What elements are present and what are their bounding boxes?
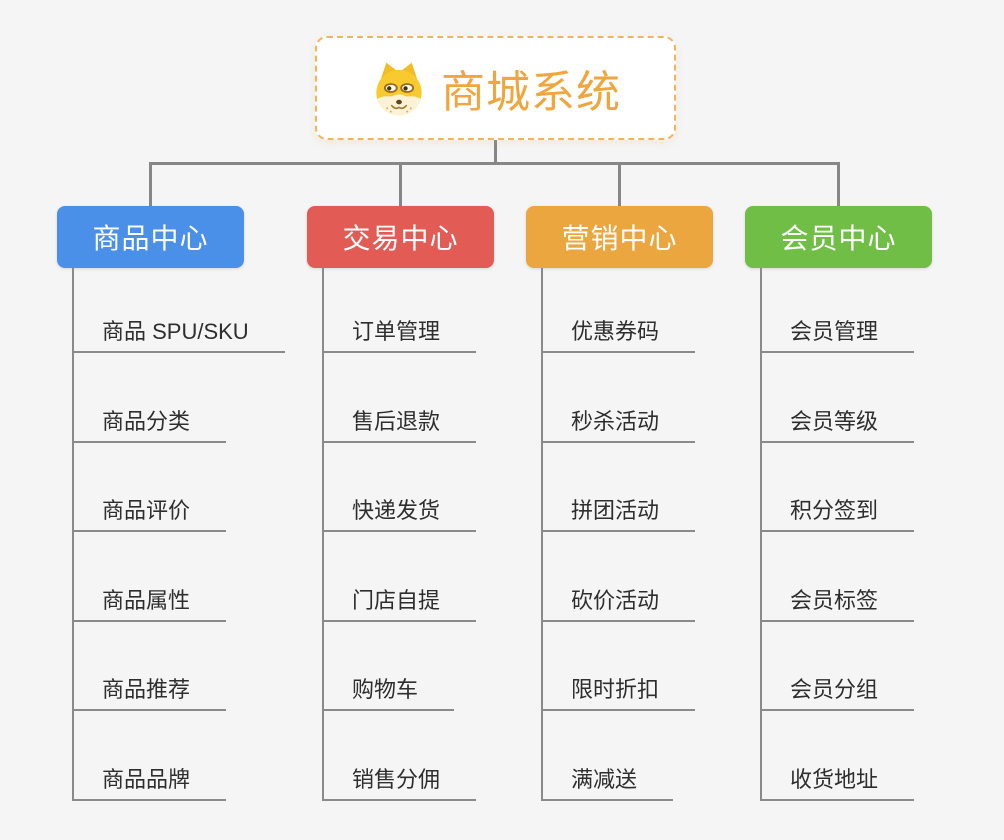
subtopic-node[interactable]: 会员分组 — [762, 665, 915, 711]
subtopic-node[interactable]: 售后退款 — [324, 397, 477, 443]
connector-horizontal — [149, 162, 840, 165]
subtopic-node[interactable]: 会员管理 — [762, 307, 915, 353]
subtopic-node[interactable]: 商品评价 — [74, 486, 227, 532]
connector-drop-member — [837, 162, 840, 208]
subtopic-node[interactable]: 优惠券码 — [543, 307, 696, 353]
connector-drop-marketing — [618, 162, 621, 208]
root-node[interactable]: 商城系统 — [315, 36, 676, 140]
subtopic-node[interactable]: 会员等级 — [762, 397, 915, 443]
connector-drop-trade — [399, 162, 402, 208]
branch-node-member-center[interactable]: 会员中心 — [745, 206, 932, 268]
branch-children-product-center: 商品 SPU/SKU 商品分类 商品评价 商品属性 商品推荐 商品品牌 — [72, 268, 285, 801]
subtopic-node[interactable]: 商品 SPU/SKU — [74, 307, 285, 353]
branch-children-trade-center: 订单管理 售后退款 快递发货 门店自提 购物车 销售分佣 — [322, 268, 477, 801]
branch-children-member-center: 会员管理 会员等级 积分签到 会员标签 会员分组 收货地址 — [760, 268, 915, 801]
connector-drop-product — [149, 162, 152, 208]
subtopic-node[interactable]: 快递发货 — [324, 486, 477, 532]
subtopic-node[interactable]: 商品属性 — [74, 576, 227, 622]
subtopic-node[interactable]: 商品分类 — [74, 397, 227, 443]
branch-node-trade-center[interactable]: 交易中心 — [307, 206, 494, 268]
root-title: 商城系统 — [441, 68, 621, 117]
subtopic-node[interactable]: 门店自提 — [324, 576, 477, 622]
branch-node-product-center[interactable]: 商品中心 — [57, 206, 244, 268]
subtopic-node[interactable]: 商品品牌 — [74, 755, 227, 801]
branch-children-marketing-center: 优惠券码 秒杀活动 拼团活动 砍价活动 限时折扣 满减送 — [541, 268, 696, 801]
subtopic-node[interactable]: 会员标签 — [762, 576, 915, 622]
subtopic-node[interactable]: 积分签到 — [762, 486, 915, 532]
connector-root-stem — [494, 140, 497, 164]
subtopic-node[interactable]: 购物车 — [324, 665, 455, 711]
subtopic-node[interactable]: 商品推荐 — [74, 665, 227, 711]
branch-node-marketing-center[interactable]: 营销中心 — [526, 206, 713, 268]
subtopic-node[interactable]: 收货地址 — [762, 755, 915, 801]
subtopic-node[interactable]: 订单管理 — [324, 307, 477, 353]
subtopic-node[interactable]: 拼团活动 — [543, 486, 696, 532]
subtopic-node[interactable]: 满减送 — [543, 755, 674, 801]
doge-icon — [376, 62, 422, 116]
subtopic-node[interactable]: 秒杀活动 — [543, 397, 696, 443]
subtopic-node[interactable]: 限时折扣 — [543, 665, 696, 711]
subtopic-node[interactable]: 砍价活动 — [543, 576, 696, 622]
subtopic-node[interactable]: 销售分佣 — [324, 755, 477, 801]
